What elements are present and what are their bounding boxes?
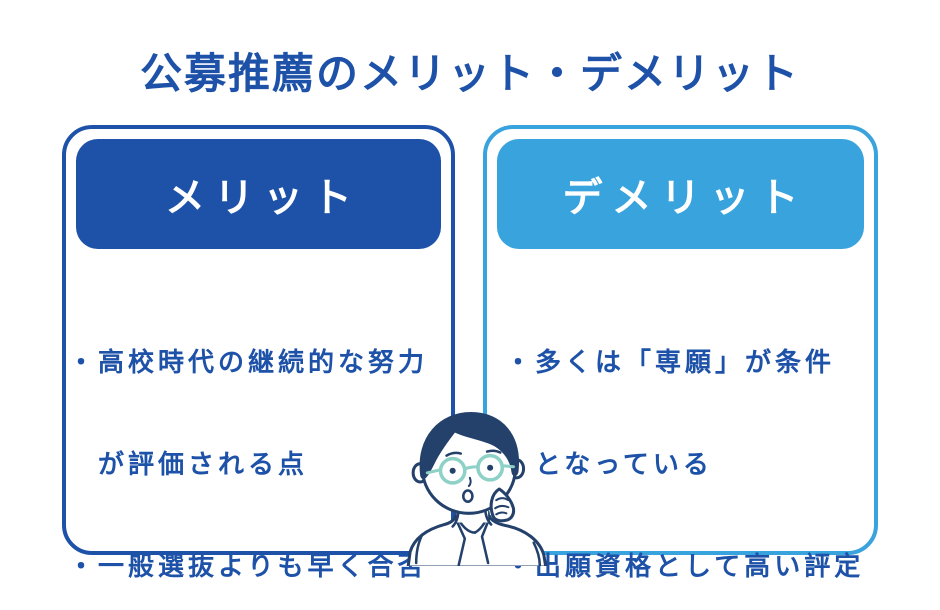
merit-line: ・一般選抜よりも早く合否 [68,552,428,582]
lapel-left-line [453,515,467,566]
mouth-open [462,489,474,503]
demerit-line: ・多くは「専願」が条件 [505,348,836,378]
merit-line: ・高校時代の継続的な努力 [68,348,429,378]
demerit-line: となっている [505,450,713,480]
demerit-card-body: ・多くは「専願」が条件 となっている ・出願資格として高い評定 平均値が求められ… [487,278,874,610]
merit-card-body: ・高校時代の継続的な努力 が評価される点 ・一般選抜よりも早く合否 が決まる ・… [66,278,451,610]
demerit-card: デメリット ・多くは「専願」が条件 となっている ・出願資格として高い評定 平均… [483,125,878,582]
merit-line: が評価される点 [68,450,309,480]
collar-left-line [455,513,477,534]
glasses-bridge [463,465,480,471]
merit-card-header: メリット [76,139,441,249]
nose-line [467,476,472,487]
page-title: 公募推薦のメリット・デメリット [139,49,800,98]
demerit-line: ・出願資格として高い評定 [505,552,865,582]
merit-card: メリット ・高校時代の継続的な努力 が評価される点 ・一般選抜よりも早く合否 が… [62,125,455,582]
demerit-card-header: デメリット [497,139,864,249]
